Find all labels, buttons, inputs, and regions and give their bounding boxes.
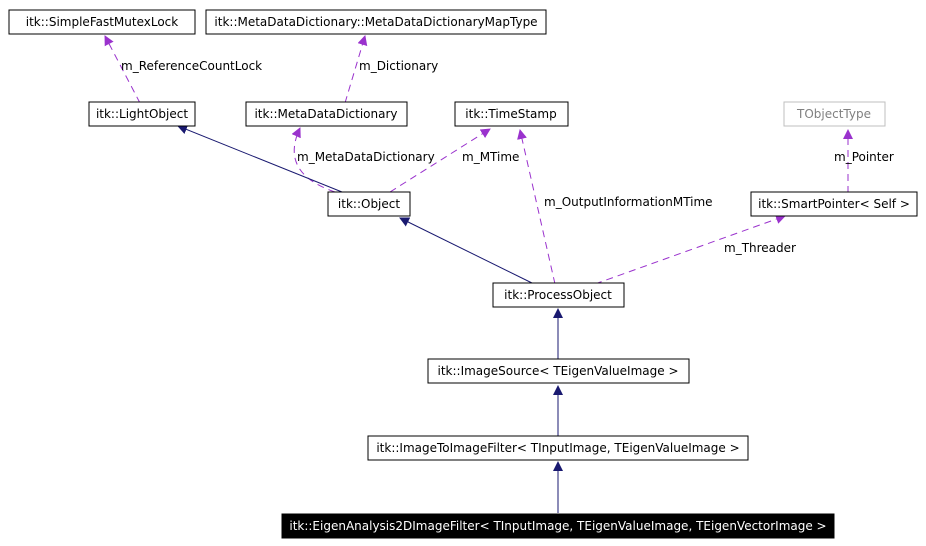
edge-labels: m_ReferenceCountLock m_Dictionary m_Meta… bbox=[121, 59, 894, 255]
node-label: itk::MetaDataDictionary bbox=[254, 107, 397, 121]
label-threader: m_Threader bbox=[724, 241, 796, 255]
edge-process-object-to-object bbox=[399, 217, 533, 284]
node-light-object[interactable]: itk::LightObject bbox=[88, 101, 196, 127]
node-label: itk::ImageSource< TEigenValueImage > bbox=[438, 364, 679, 378]
member-edges bbox=[104, 35, 853, 285]
node-meta-data-dictionary[interactable]: itk::MetaDataDictionary bbox=[245, 101, 408, 127]
edge-threader bbox=[594, 214, 786, 285]
label-mtime: m_MTime bbox=[462, 150, 519, 164]
node-label: itk::SmartPointer< Self > bbox=[758, 197, 910, 211]
node-label: itk::ImageToImageFilter< TInputImage, TE… bbox=[376, 441, 739, 455]
node-label: itk::LightObject bbox=[96, 107, 188, 121]
node-object[interactable]: itk::Object bbox=[327, 191, 411, 217]
label-reference-count-lock: m_ReferenceCountLock bbox=[121, 59, 262, 73]
node-process-object[interactable]: itk::ProcessObject bbox=[492, 282, 625, 308]
node-time-stamp[interactable]: itk::TimeStamp bbox=[454, 101, 569, 127]
node-label: itk::ProcessObject bbox=[504, 288, 612, 302]
label-pointer: m_Pointer bbox=[834, 150, 894, 164]
edge-object-to-light-object bbox=[177, 124, 343, 193]
node-label: itk::Object bbox=[338, 197, 400, 211]
edge-reference-count-lock bbox=[104, 35, 141, 104]
label-dictionary: m_Dictionary bbox=[359, 59, 438, 73]
node-image-source[interactable]: itk::ImageSource< TEigenValueImage > bbox=[427, 358, 690, 384]
node-label: itk::SimpleFastMutexLock bbox=[26, 15, 179, 29]
node-label: itk::MetaDataDictionary::MetaDataDiction… bbox=[214, 15, 537, 29]
node-label: itk::TimeStamp bbox=[465, 107, 556, 121]
label-output-information-mtime: m_OutputInformationMTime bbox=[544, 195, 713, 209]
node-label: TObjectType bbox=[796, 107, 871, 121]
node-image-to-image-filter[interactable]: itk::ImageToImageFilter< TInputImage, TE… bbox=[367, 435, 749, 461]
node-simple-fast-mutex-lock[interactable]: itk::SimpleFastMutexLock bbox=[8, 9, 196, 35]
label-meta-data-dictionary: m_MetaDataDictionary bbox=[297, 150, 435, 164]
node-t-object-type[interactable]: TObjectType bbox=[783, 101, 886, 127]
edge-output-information-mtime bbox=[517, 129, 556, 285]
node-eigen-analysis-2d-image-filter[interactable]: itk::EigenAnalysis2DImageFilter< TInputI… bbox=[281, 513, 835, 539]
edge-meta-data-dictionary bbox=[291, 127, 336, 193]
edge-mtime bbox=[389, 128, 491, 193]
node-meta-data-dictionary-map-type[interactable]: itk::MetaDataDictionary::MetaDataDiction… bbox=[205, 9, 547, 35]
inheritance-edges bbox=[177, 124, 563, 513]
node-label: itk::EigenAnalysis2DImageFilter< TInputI… bbox=[289, 519, 826, 533]
node-smart-pointer[interactable]: itk::SmartPointer< Self > bbox=[750, 191, 918, 217]
